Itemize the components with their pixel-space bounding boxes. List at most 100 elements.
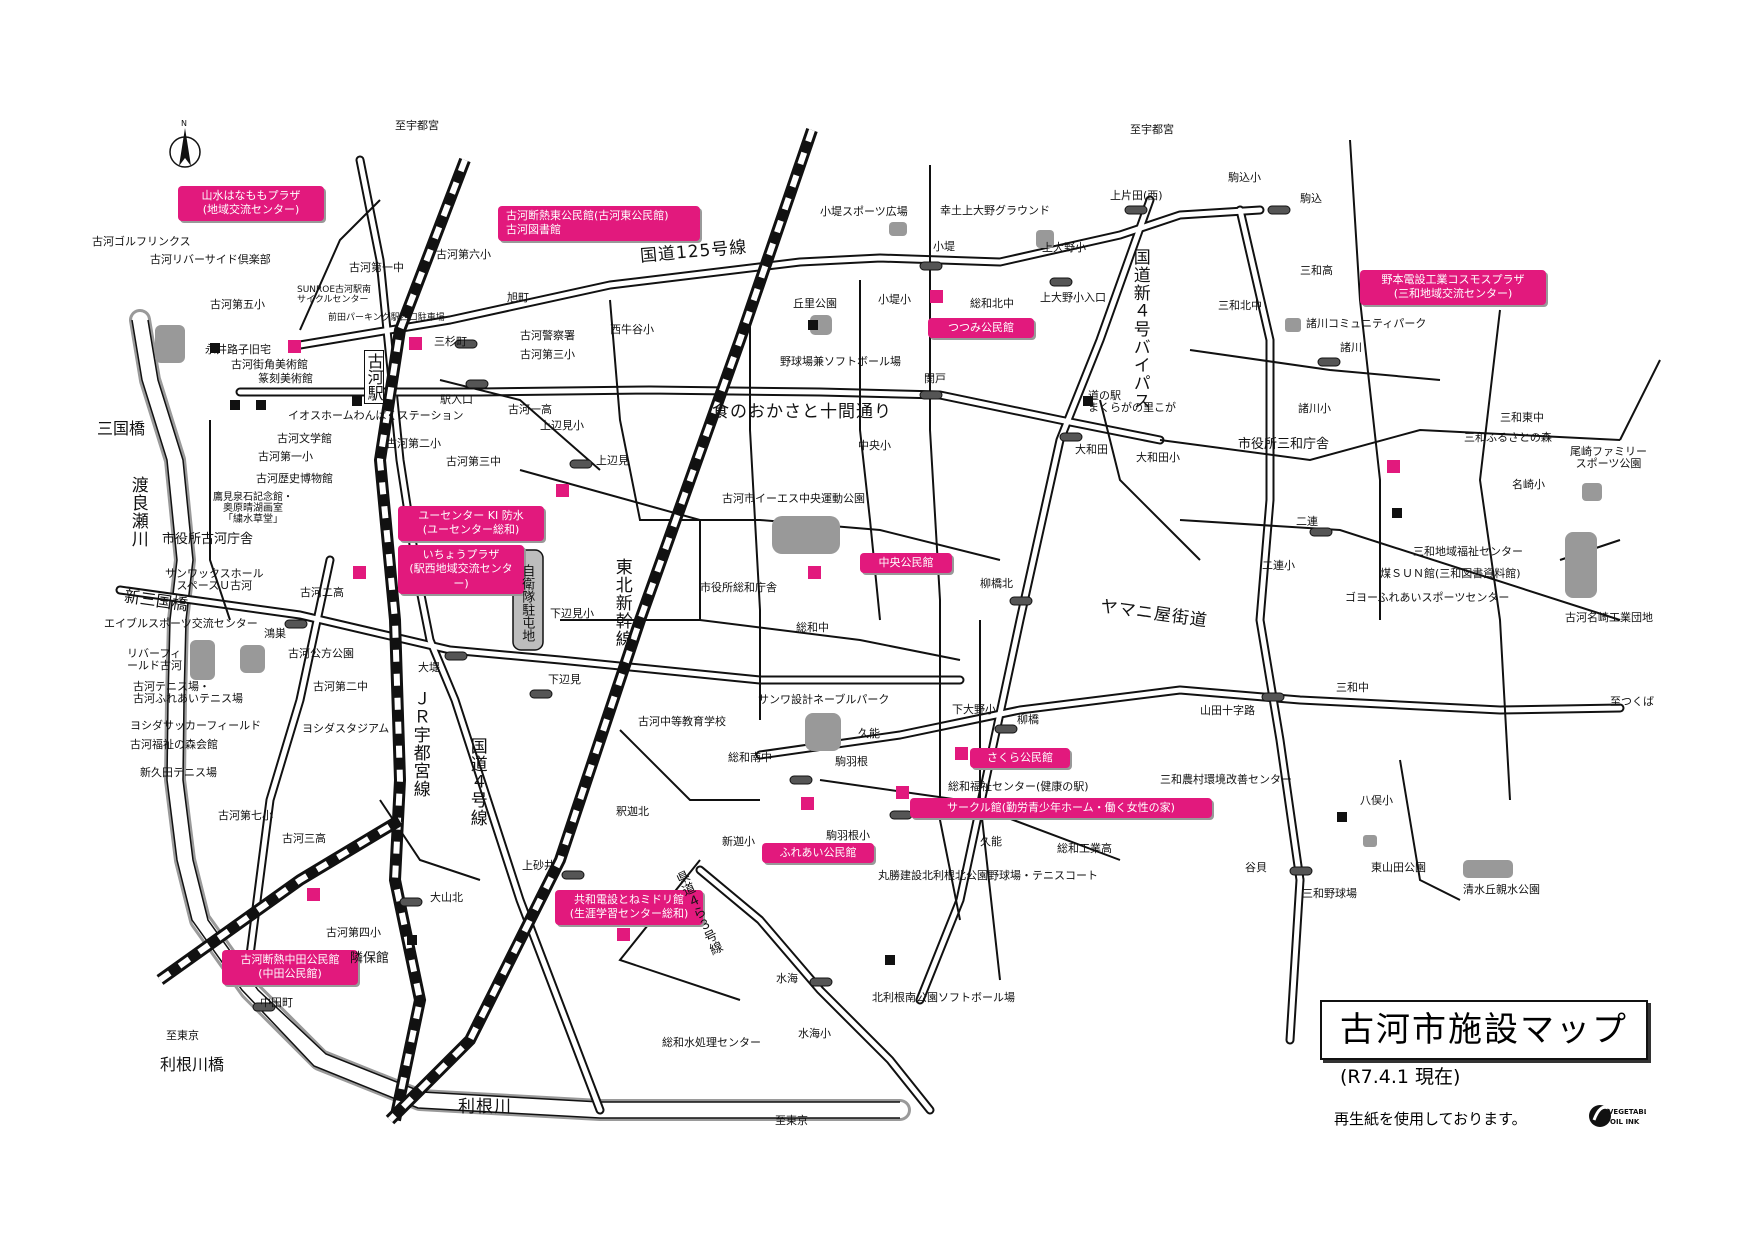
tenkoku-label: 篆刻美術館 <box>258 372 313 385</box>
sowa-chu-label: 総和中 <box>796 621 829 634</box>
chuo-kominkan-label[interactable]: 中央公民館 <box>860 553 952 574</box>
ekiiriguchi-label: 駅入口 <box>440 393 473 406</box>
vegetable-oil-ink-logo-icon: VEGETABLE OIL INK <box>1589 1105 1646 1127</box>
nazaki-sho-label: 名崎小 <box>1512 478 1545 491</box>
owada-label: 大和田 <box>1075 443 1108 456</box>
nagai-label: 永井路子旧宅 <box>205 343 271 356</box>
circle-marker[interactable] <box>896 786 909 799</box>
dai5-label: 古河第五小 <box>210 298 265 311</box>
kotsutsumi-sports-label: 小堤スポーツ広場 <box>820 205 908 218</box>
ozaki-sports-label: 尾崎ファミリー スポーツ公園 <box>1570 445 1647 471</box>
kyowa-marker[interactable] <box>617 928 630 941</box>
iesu-label: 古河市イーエス中央運動公園 <box>722 492 865 505</box>
koga-station-label: 古河駅 <box>364 350 384 404</box>
rinpokan-marker <box>407 935 417 945</box>
koga1ko-label: 古河一高 <box>508 403 552 416</box>
kotsutsumi-label: 小堤 <box>933 240 955 253</box>
tsutsumi-kominkan-label[interactable]: つつみ公民館 <box>928 318 1034 339</box>
recycled-note: 再生紙を使用しております。 <box>1334 1110 1527 1128</box>
watarase-label: 渡良瀬川 <box>127 476 148 548</box>
mizuumi-label: 水海 <box>776 972 798 985</box>
shinkuo-label: 新迦小 <box>722 835 755 848</box>
furusato-label: 三和ふるさとの森 <box>1464 431 1552 444</box>
sansui-marker[interactable] <box>288 340 301 353</box>
tone-river-inner <box>132 312 908 1118</box>
tsutsumi-marker[interactable] <box>930 290 943 303</box>
nijo-sho-label: 二連小 <box>1262 559 1295 572</box>
koga-chutou-label: 古河中等教育学校 <box>638 715 726 728</box>
tonegawa-label: 利根川 <box>458 1097 512 1117</box>
sowakita-chu-label: 総和北中 <box>970 297 1014 310</box>
north-label: N <box>181 119 187 128</box>
kitatone-softball-label: 北利根南公園ソフトボール場 <box>872 991 1015 1004</box>
icho-marker[interactable] <box>353 566 366 579</box>
kitatone-marker <box>885 955 895 965</box>
svg-text:OIL INK: OIL INK <box>1610 1118 1640 1126</box>
icho-plaza-label[interactable]: いちょうプラザ (駅西地域交流センター) <box>398 545 524 594</box>
morokawa-park-label: 諸川コミュニティパーク <box>1306 317 1427 330</box>
chuo-sho-label: 中央小 <box>858 439 891 452</box>
route4-label: 国道４号線 <box>466 737 487 827</box>
shinkuda-label: 新久田テニス場 <box>140 766 217 779</box>
shin4-bypass-label: 国道新４号バイパス <box>1129 248 1150 410</box>
dai1sho-label: 古河第一小 <box>258 450 313 463</box>
tennis-label: 古河テニス場・ 古河ふれあいテニス場 <box>133 680 243 706</box>
higashi-kominkan-label[interactable]: 古河断熱東公民館(古河東公民館) 古河図書館 <box>498 206 700 241</box>
date-label: (R7.4.1 現在) <box>1340 1066 1461 1088</box>
koga3ko-label: 古河三高 <box>282 832 326 845</box>
sanwa-yakyu-label: 三和野球場 <box>1302 887 1357 900</box>
machikado-label: 古河街角美術館 <box>231 358 308 371</box>
fureai-marker[interactable] <box>801 797 814 810</box>
kyowa-midorikan-label[interactable]: 共和電設とねミドリ館 (生涯学習センター総和) <box>555 890 703 925</box>
michinoeki-label: 道の駅 まくらがの里こが <box>1088 389 1176 415</box>
okanoe-marker <box>808 320 818 330</box>
ucenter-label[interactable]: ユーセンター KI 防水 (ユーセンター総和) <box>398 506 544 541</box>
shoku-road-label: 食のおかさと十間通り <box>712 402 892 422</box>
nishigoya-label: 西牛谷小 <box>610 323 654 336</box>
shakuzo-label: 釈迦北 <box>616 805 649 818</box>
shiyakusho-sanwa-label: 市役所三和庁舎 <box>1238 437 1330 452</box>
sakura-kominkan-label[interactable]: さくら公民館 <box>970 748 1070 769</box>
sekido-label: 関戸 <box>924 372 946 385</box>
yakyu-softball-label: 野球場兼ソフトボール場 <box>780 355 901 368</box>
higashi-marker[interactable] <box>409 337 422 350</box>
okanoe-label: 丘里公園 <box>793 297 837 310</box>
marukatsu-label: 丸勝建設北利根北公園野球場・テニスコート <box>878 869 1098 882</box>
golf-label: 古河ゴルフリンクス <box>92 235 191 248</box>
railways <box>156 128 818 1125</box>
circle-kan-label[interactable]: サークル館(勤労青少年ホーム・働く女性の家) <box>910 798 1212 819</box>
maeda-label: 前田パーキング駅西口駐車場 <box>328 313 445 323</box>
shimizugaoka-label: 清水丘親水公園 <box>1463 883 1540 896</box>
sansui-plaza-label[interactable]: 山水はなももプラザ (地域交流センター) <box>178 186 324 221</box>
traffic-signals <box>252 205 1341 1012</box>
ucenter-marker[interactable] <box>556 484 569 497</box>
chuo-marker[interactable] <box>808 566 821 579</box>
owada-sho-label: 大和田小 <box>1136 451 1180 464</box>
major-roads-inner <box>117 157 1623 1113</box>
kamihenmi-label: 上辺見 <box>596 454 629 467</box>
dai6-label: 古河第六小 <box>436 248 491 261</box>
shimo-ono-label: 下大野小 <box>952 703 996 716</box>
rinpokan-label: 隣保館 <box>350 951 390 966</box>
nakata-kominkan-label[interactable]: 古河断熱中田公民館 (中田公民館) <box>222 950 358 985</box>
fukushi-mori-label: 古河福祉の森会館 <box>130 738 218 751</box>
kunou-label: 久能 <box>858 727 880 740</box>
sanwa-higashi-label: 三和東中 <box>1500 411 1544 424</box>
sakura-marker[interactable] <box>955 747 968 760</box>
sansugi-label: 三杉町 <box>434 335 467 348</box>
nomoto-cosmos-plaza-label[interactable]: 野本電設工業コスモスプラザ (三和地域交流センター) <box>1360 270 1546 305</box>
hakkou-label: 八俣小 <box>1360 794 1393 807</box>
fureai-kominkan-label[interactable]: ふれあい公民館 <box>762 843 874 864</box>
nomoto-marker[interactable] <box>1387 460 1400 473</box>
nakata-marker[interactable] <box>307 888 320 901</box>
sanwa-ko-label: 三和高 <box>1300 264 1333 277</box>
kamikata-label: 上片田(西) <box>1110 189 1163 202</box>
sunroe-label: SUNROE古河駅南 サイクルセンター <box>297 285 372 305</box>
shiyakusho-koga-label: 市役所古河庁舎 <box>162 532 254 547</box>
north-arrow-icon: N <box>169 119 201 168</box>
kodou-gnd-label: 幸土上大野グラウンド <box>940 204 1050 217</box>
rekishi-label: 古河歴史博物館 <box>256 472 333 485</box>
dai3-label: 古河第三小 <box>520 348 575 361</box>
dai3chu-label: 古河第三中 <box>446 455 501 468</box>
parks <box>155 222 1602 878</box>
